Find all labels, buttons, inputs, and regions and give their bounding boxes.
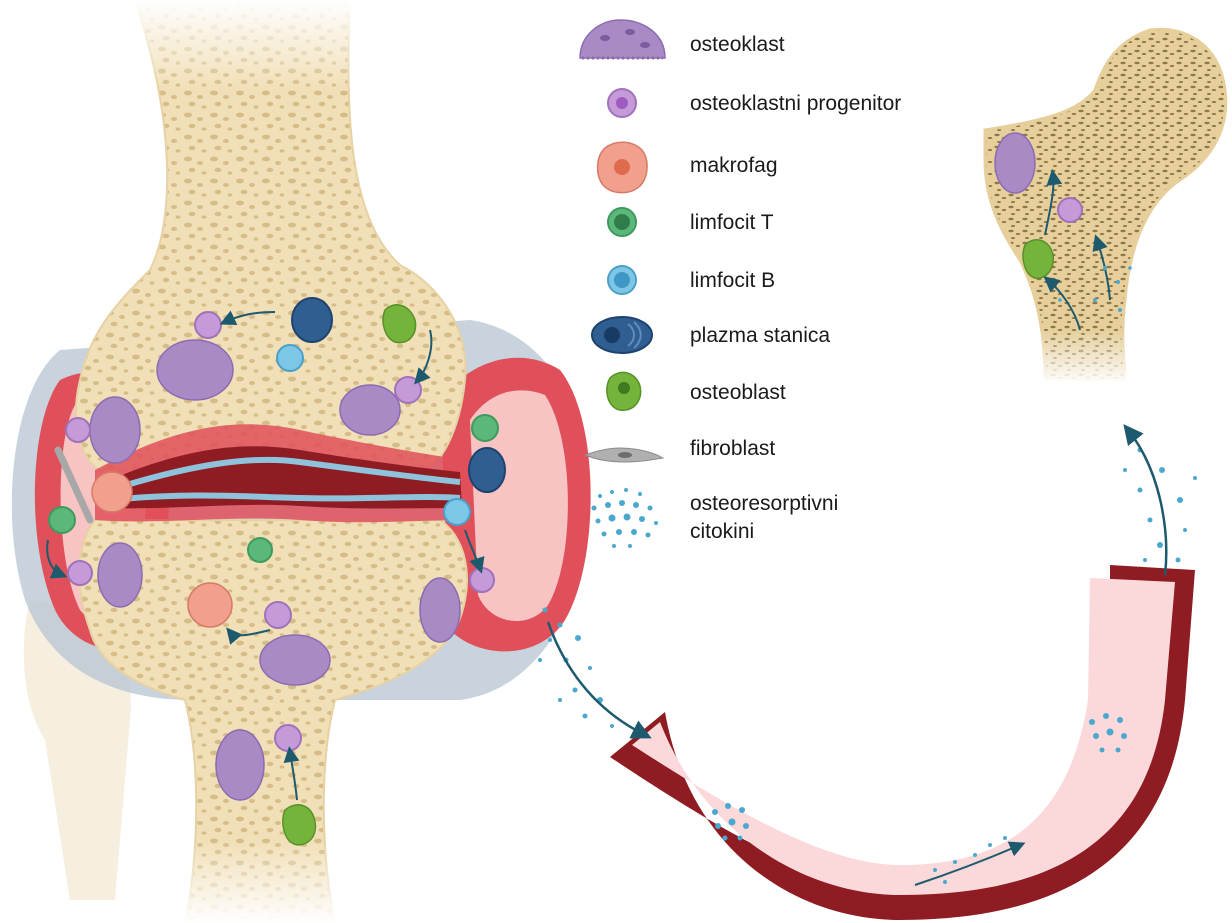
plasma-cell-icon [592,317,652,353]
legend-item-fibroblast: fibroblast [585,437,775,462]
legend-item-t-lymphocyte: limfocit T [608,208,774,236]
cytokines-icon [592,488,659,548]
legend-item-osteoblast: osteoblast [607,372,786,410]
legend: osteoklast osteoklastni progenitor makro… [580,20,901,548]
knee-joint [12,0,591,923]
legend-item-b-lymphocyte: limfocit B [608,266,775,294]
femur-osteoblast [1023,240,1053,278]
femur-progenitor [1058,198,1082,222]
legend-label-t-lymphocyte: limfocit T [690,211,774,234]
legend-label-macrophage: makrofag [690,154,778,177]
femur-osteoclast [995,133,1035,193]
legend-label-osteoclast: osteoklast [690,33,785,56]
legend-item-cytokines: osteoresorptivni citokini [592,488,839,548]
legend-label-plasma-cell: plazma stanica [690,324,830,347]
legend-label-cytokines-line2: citokini [690,520,754,543]
osteoclast-icon [580,20,665,58]
legend-item-osteoclast-progenitor: osteoklastni progenitor [608,89,901,117]
legend-label-b-lymphocyte: limfocit B [690,269,775,292]
femur-head [985,29,1226,385]
legend-label-osteoclast-progenitor: osteoklastni progenitor [690,92,901,115]
legend-label-fibroblast: fibroblast [690,437,775,460]
legend-label-cytokines-line1: osteoresorptivni [690,492,838,515]
legend-item-plasma-cell: plazma stanica [592,317,830,353]
legend-item-macrophage: makrofag [598,142,778,192]
legend-label-osteoblast: osteoblast [690,381,786,404]
legend-item-osteoclast: osteoklast [580,20,785,58]
